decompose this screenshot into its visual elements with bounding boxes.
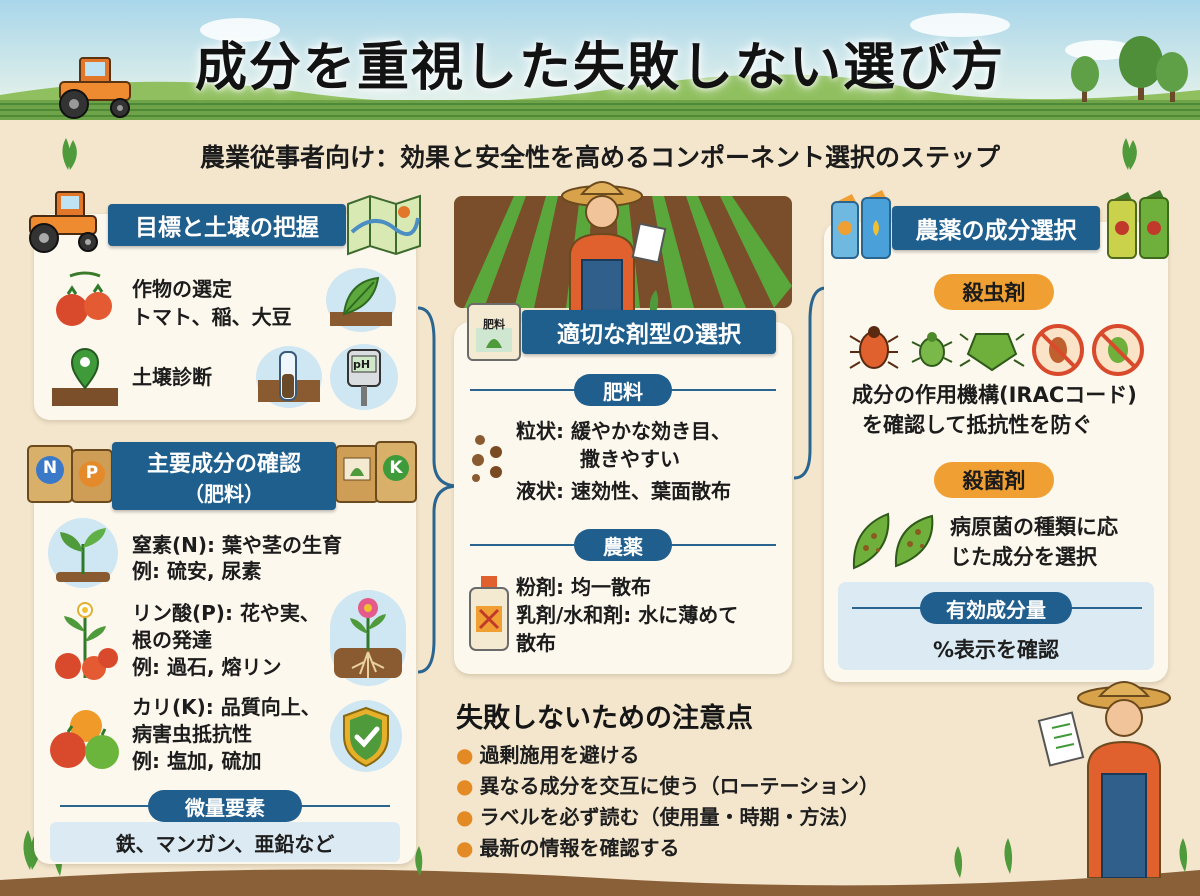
bullet-icon: ● — [456, 805, 474, 829]
potassium-line3: 例: 塩加, 硫加 — [132, 749, 262, 773]
active-ingredient-label-text: 有効成分量 — [946, 597, 1046, 622]
nutrients-heading-line1: 主要成分の確認 — [146, 451, 301, 477]
fertilizer-bags-np-icon — [27, 445, 113, 503]
micro-box: 鉄、マンガン、亜鉛など — [50, 822, 400, 862]
micro-label: 微量要素 — [148, 790, 302, 822]
phosphorus-line2: 根の発達 — [132, 628, 212, 652]
shield-check-icon — [343, 706, 389, 768]
soil-sample-tube-icon — [258, 351, 320, 402]
fungicide-label-text: 殺菌剤 — [962, 469, 1026, 493]
fungicide-label: 殺菌剤 — [934, 462, 1054, 498]
aphid-icon — [911, 332, 953, 367]
bag-k-label: K — [389, 458, 403, 478]
pesticide-heading-text: 農薬の成分選択 — [915, 218, 1077, 244]
bullet-icon: ● — [456, 743, 474, 767]
potassium-line2: 病害虫抵抗性 — [132, 722, 252, 746]
active-ingredient-text: %表示を確認 — [932, 638, 1060, 662]
caution-item: ●異なる成分を交互に使う（ローテーション） — [456, 774, 880, 798]
micro-text: 鉄、マンガン、亜鉛など — [115, 831, 335, 856]
no-beetle-icon — [1092, 324, 1144, 376]
farmer-illustration — [561, 181, 667, 320]
fertilizer-label: 肥料 — [574, 374, 672, 406]
ph-meter-icon — [347, 349, 381, 406]
bag-p-label: P — [85, 463, 99, 483]
insecticide-label-text: 殺虫剤 — [962, 281, 1026, 305]
soil-diagnosis: 土壌診断 — [132, 365, 212, 389]
fungicide-line2: じた成分を選択 — [950, 545, 1097, 569]
pesticide-bottle-icon — [469, 576, 509, 651]
bag-n-label: N — [42, 458, 58, 478]
insecticide-label: 殺虫剤 — [934, 274, 1054, 310]
cautions-list: ●過剰施用を避ける ●異なる成分を交互に使う（ローテーション） ●ラベルを必ず読… — [456, 740, 976, 864]
fruits-icon — [50, 710, 119, 769]
cautions-heading: 失敗しないための注意点 — [456, 703, 753, 734]
pesticide-label: 農薬 — [574, 529, 672, 561]
emulsion-line2: 散布 — [516, 631, 556, 655]
emulsion-line1: 乳剤/水和剤: 水に薄めて — [516, 603, 739, 627]
fertilizer-bag-label: 肥料 — [483, 318, 505, 331]
insecticide-line1: 成分の作用機構(IRACコード) — [852, 383, 1137, 407]
phosphorus-line3: 例: 過石, 熔リン — [132, 655, 282, 679]
subtitle-text: 農業従事者向け：効果と安全性を高めるコンポーネント選択のステップ — [199, 143, 1000, 172]
diseased-leaves-icon — [852, 512, 934, 570]
formulation-heading: 適切な剤型の選択 — [522, 310, 776, 354]
lettuce-soil-icon — [330, 276, 392, 326]
powder-line: 粉剤: 均一散布 — [516, 575, 651, 599]
tractor-icon — [29, 191, 98, 253]
location-pin-icon — [52, 348, 118, 406]
page-title-text: 成分を重視した失敗しない選び方 — [194, 37, 1005, 98]
goal-heading: 目標と土壌の把握 — [108, 204, 346, 246]
crop-line1: 作物の選定 — [132, 277, 232, 301]
caution-item: ●過剰施用を避ける — [456, 743, 640, 767]
nutrients-heading-line2: （肥料） — [184, 481, 264, 506]
tractor-icon — [59, 57, 131, 119]
caution-item: ●最新の情報を確認する — [456, 836, 680, 860]
crop-line2: トマト、稲、大豆 — [132, 305, 292, 329]
fertilizer-bags-k-icon — [335, 441, 417, 503]
insecticide-line2: を確認して抵抗性を防ぐ — [862, 413, 1093, 437]
page-title: 成分を重視した失敗しない選び方 — [150, 22, 1050, 102]
pesticide-heading: 農薬の成分選択 — [892, 206, 1100, 250]
bullet-icon: ● — [456, 836, 474, 860]
subtitle: 農業従事者向け：効果と安全性を高めるコンポーネント選択のステップ — [90, 136, 1110, 176]
fertilizer-bag-icon — [467, 303, 521, 361]
granular-line1: 粒状: 緩やかな効き目、 — [516, 419, 731, 443]
liquid-line: 液状: 速効性、葉面散布 — [516, 479, 731, 503]
seedling-icon — [56, 528, 110, 582]
tomato-icon — [56, 271, 112, 326]
phosphorus-line1: リン酸(P): 花や実、 — [132, 601, 320, 625]
goal-heading-text: 目標と土壌の把握 — [135, 215, 319, 241]
fungicide-line1: 病原菌の種類に応 — [950, 515, 1118, 539]
tomato-plant-icon — [55, 602, 118, 680]
potassium-line1: カリ(K): 品質向上、 — [132, 695, 321, 719]
insect-icons-row — [849, 324, 1144, 376]
stink-bug-icon — [959, 333, 1025, 372]
spray-bottles-green-icon — [1107, 190, 1169, 259]
farmer-with-checklist-illustration — [1037, 681, 1171, 878]
fertilizer-label-text: 肥料 — [603, 379, 643, 404]
nutrients-heading: 主要成分の確認 （肥料） — [112, 442, 336, 510]
nitrogen-line2: 例: 硫安, 尿素 — [132, 559, 262, 583]
nitrogen-line1: 窒素(N): 葉や茎の生育 — [132, 533, 342, 557]
micro-label-text: 微量要素 — [185, 795, 265, 820]
active-ingredient-label: 有効成分量 — [920, 592, 1072, 624]
granular-line2: 撒きやすい — [580, 447, 680, 471]
pesticide-label-text: 農薬 — [603, 534, 643, 559]
beetle-icon — [849, 326, 899, 369]
spray-bottles-icon — [831, 190, 891, 259]
no-pest-icon — [1032, 324, 1084, 376]
flower-roots-icon — [334, 598, 402, 678]
map-icon — [347, 194, 421, 256]
caution-item: ●ラベルを必ず読む（使用量・時期・方法） — [456, 805, 860, 829]
ph-label: pH — [353, 358, 371, 371]
bullet-icon: ● — [456, 774, 474, 798]
right-bracket-connector — [793, 286, 827, 480]
formulation-heading-text: 適切な剤型の選択 — [557, 322, 741, 348]
granules-icon — [472, 435, 502, 482]
